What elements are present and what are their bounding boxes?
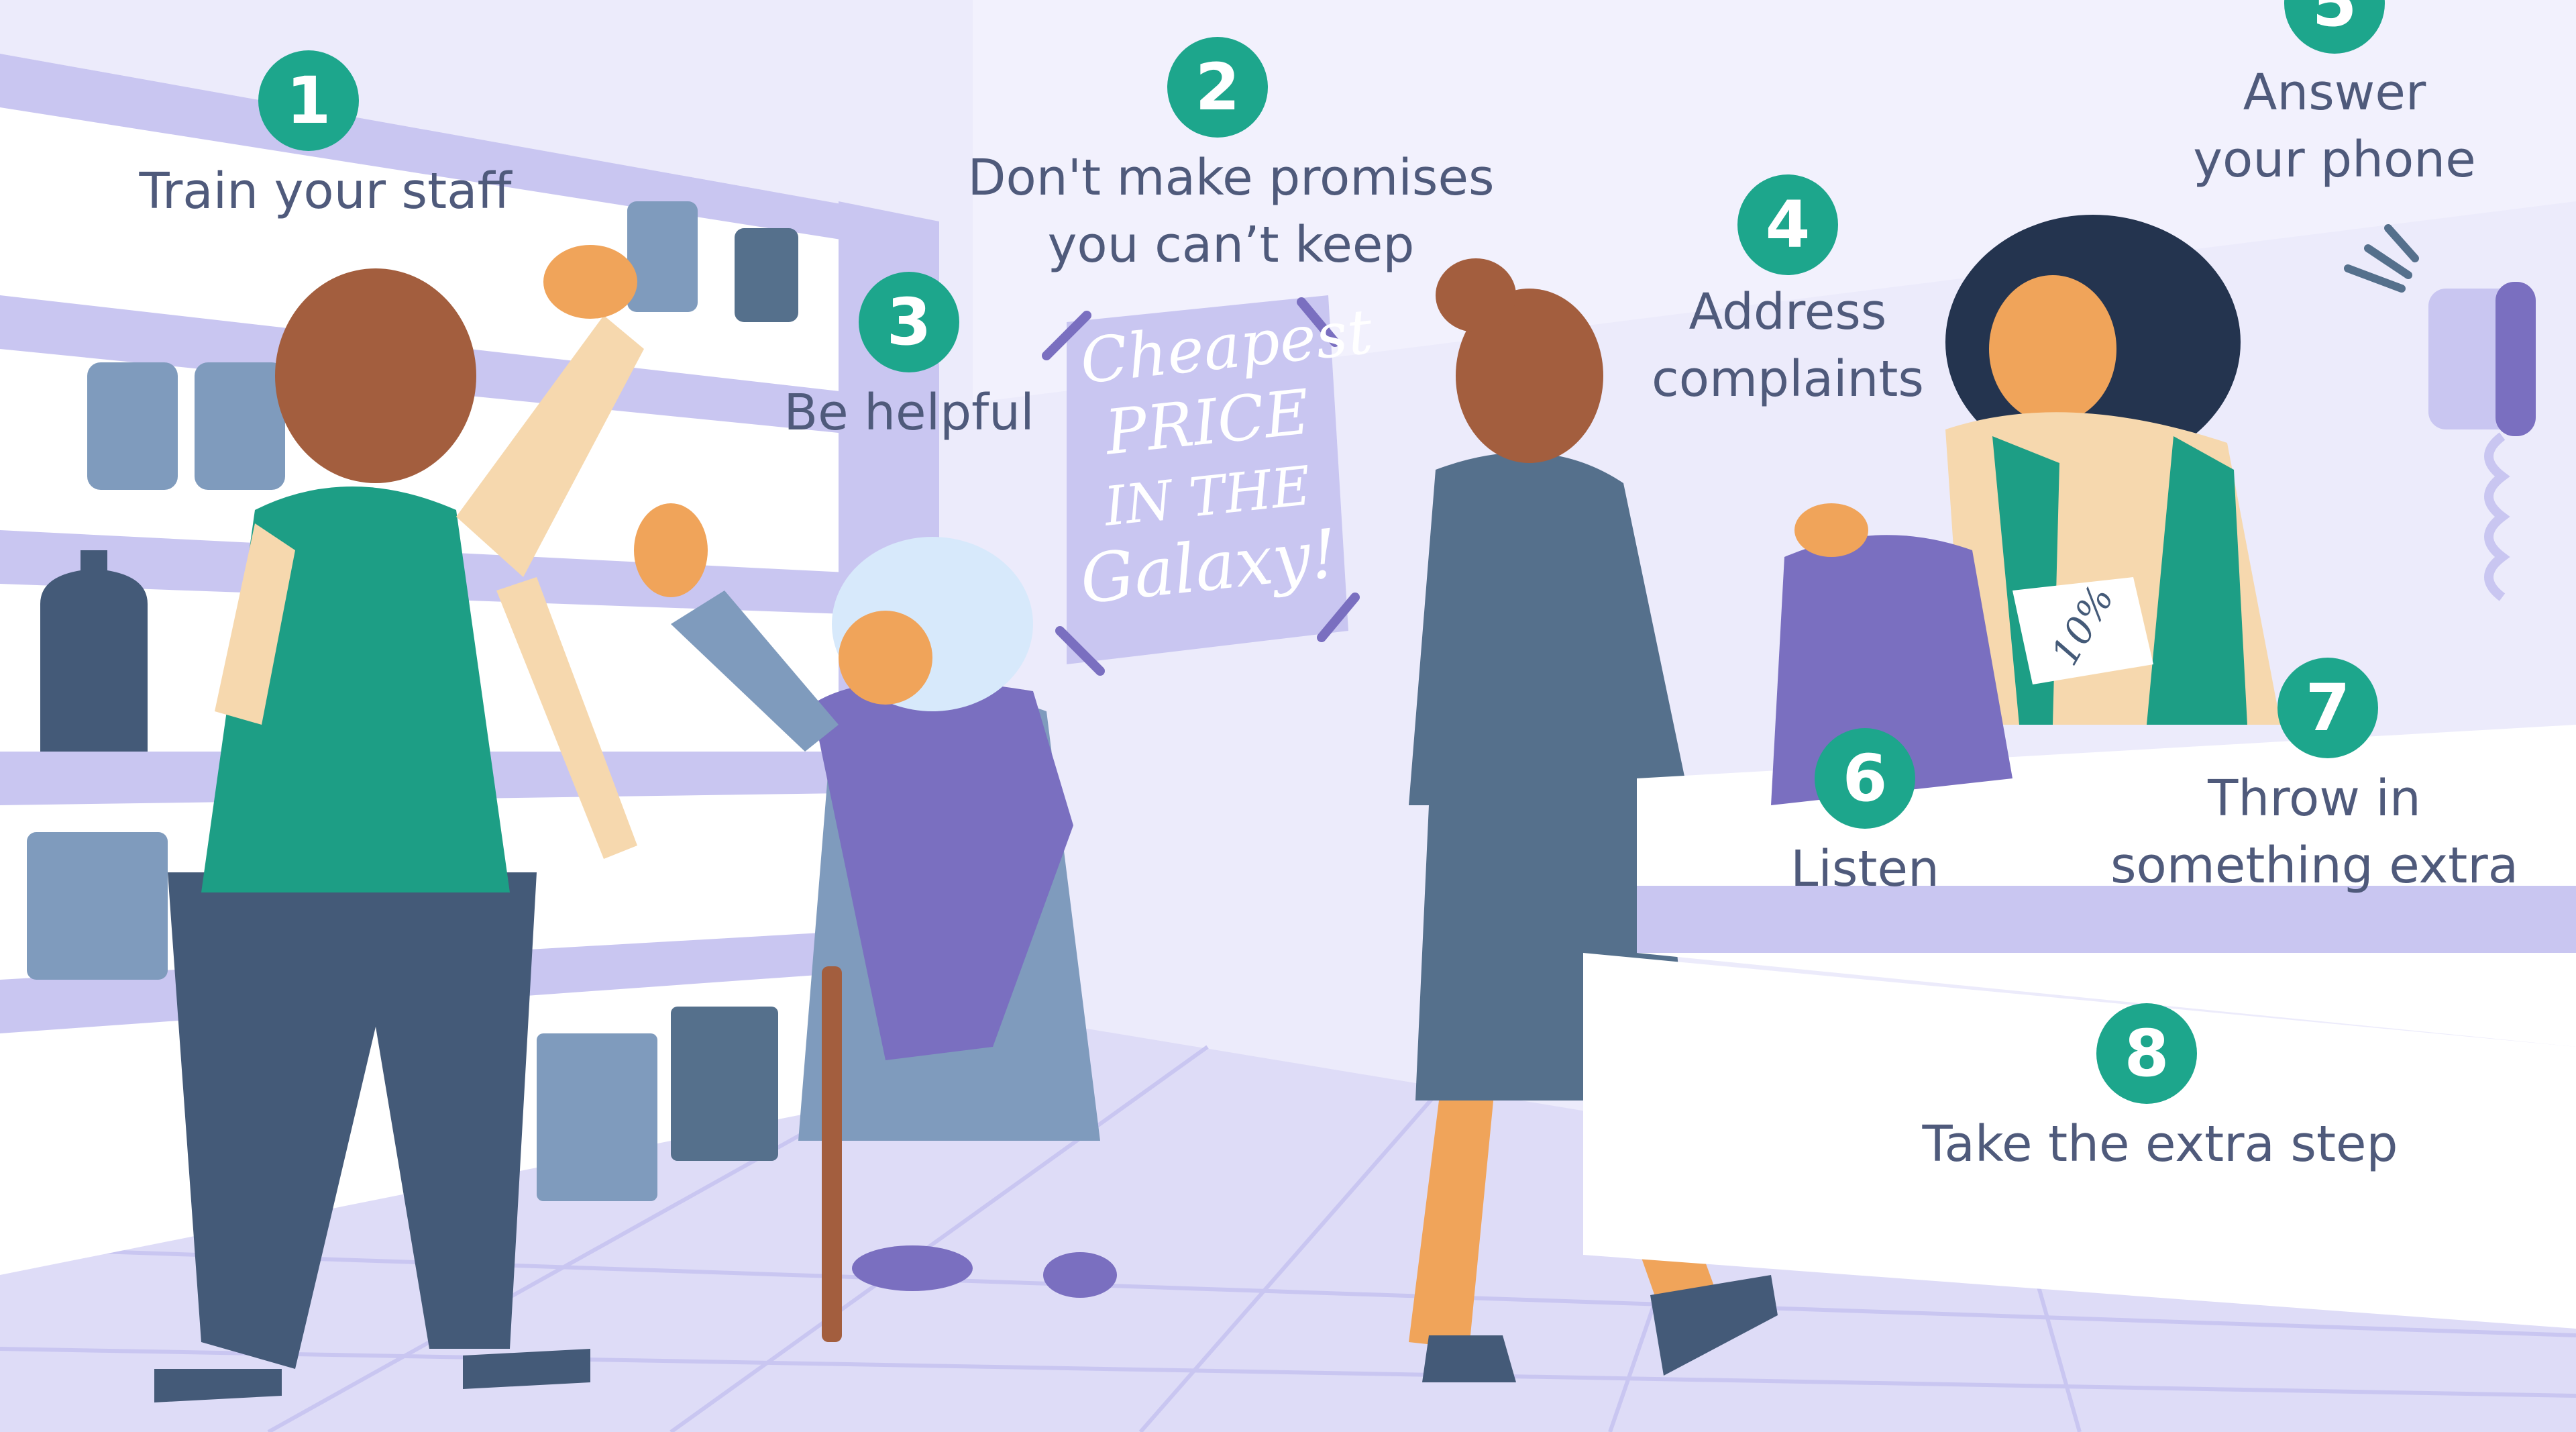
step-5-number: 5: [2312, 0, 2357, 41]
step-4-label-line-1: Address: [1688, 283, 1887, 341]
step-6-badge: 6: [1815, 728, 1915, 829]
step-2-label-line-1: Don't make promises: [967, 149, 1495, 207]
step-4-label-line-2: complaints: [1652, 350, 1924, 408]
step-6-label: Listen: [1790, 840, 1939, 898]
step-1-number: 1: [286, 63, 331, 138]
step-3-label: Be helpful: [784, 384, 1034, 442]
poster: [1042, 295, 1360, 676]
cashier-figure: [1945, 215, 2281, 725]
step-8-label: Take the extra step: [1922, 1115, 2398, 1173]
step-1-label: Train your staff: [139, 162, 512, 220]
step-4-number: 4: [1765, 187, 1811, 262]
step-5-label-line-2: your phone: [2193, 131, 2476, 189]
step-7-label-line-2: something extra: [2110, 837, 2519, 894]
step-5-label-line-1: Answer: [2243, 64, 2426, 121]
phone-icon: [2344, 224, 2536, 601]
elderly-woman-figure: [634, 503, 1117, 1342]
step-6-number: 6: [1842, 741, 1888, 816]
step-8-badge: 8: [2096, 1003, 2197, 1104]
staff-man-figure: [154, 245, 644, 1402]
step-7-badge: 7: [2277, 658, 2378, 758]
step-4-badge: 4: [1737, 174, 1838, 275]
step-3-badge: 3: [859, 272, 959, 372]
step-2-label-line-2: you can’t keep: [1047, 216, 1415, 274]
shopping-bag: [1771, 503, 2012, 805]
step-7-number: 7: [2305, 670, 2351, 746]
shelf-products: [27, 201, 798, 1201]
step-7-label-line-1: Throw in: [2208, 770, 2421, 827]
step-2-badge: 2: [1167, 37, 1268, 138]
step-8-number: 8: [2124, 1016, 2169, 1091]
step-3-number: 3: [886, 285, 932, 360]
step-2-number: 2: [1195, 50, 1240, 125]
step-1-badge: 1: [258, 50, 359, 151]
